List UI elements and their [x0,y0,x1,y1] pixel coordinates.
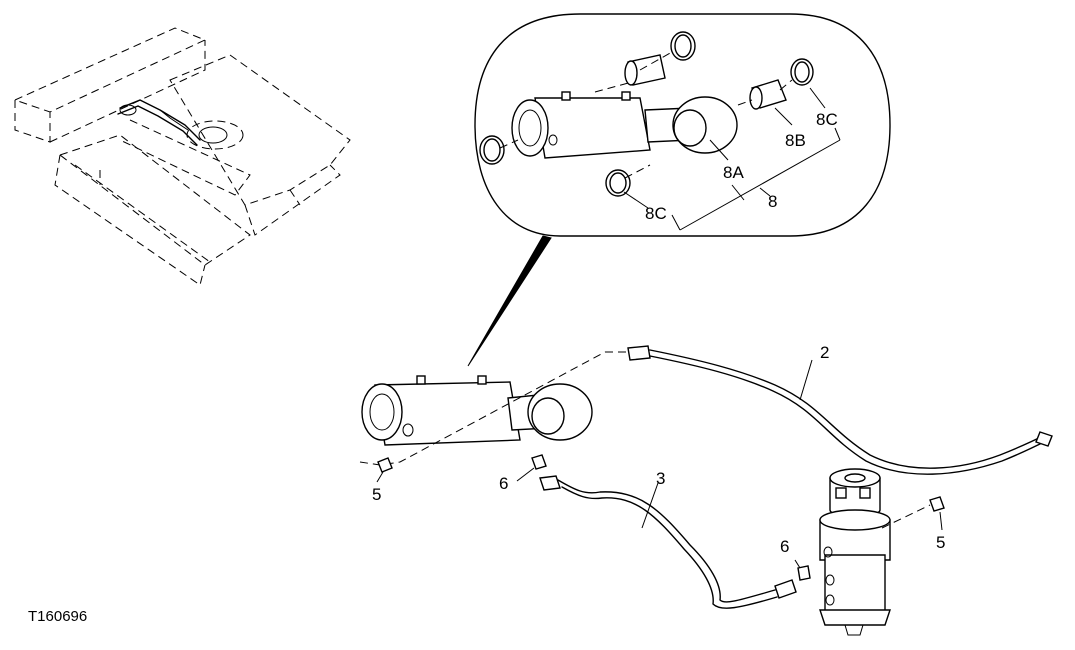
callout-8: 8 [768,192,777,211]
hose-2 [627,345,1053,475]
detail-bubble [474,13,891,237]
swing-cylinder [361,375,593,446]
fitting-5-left [377,457,393,473]
callout-8c-right: 8C [816,110,838,129]
figure-code: T160696 [28,608,87,625]
hose-3 [539,475,797,609]
callout-8c-lower: 8C [645,204,667,223]
callout-2: 2 [820,343,829,362]
callout-8b: 8B [785,131,806,150]
callout-3: 3 [656,469,665,488]
fitting-6-mid [531,454,547,470]
callout-6-swivel: 6 [780,537,789,556]
detail-leader [467,235,552,367]
callout-5-right: 5 [936,533,945,552]
undercarriage-overview [13,27,351,286]
fitting-5-right [881,496,945,531]
callout-8a: 8A [723,163,744,182]
swivel-joint [819,468,891,636]
callout-6-mid: 6 [499,474,508,493]
fitting-6-swivel [794,559,811,581]
callout-5-left: 5 [372,485,381,504]
